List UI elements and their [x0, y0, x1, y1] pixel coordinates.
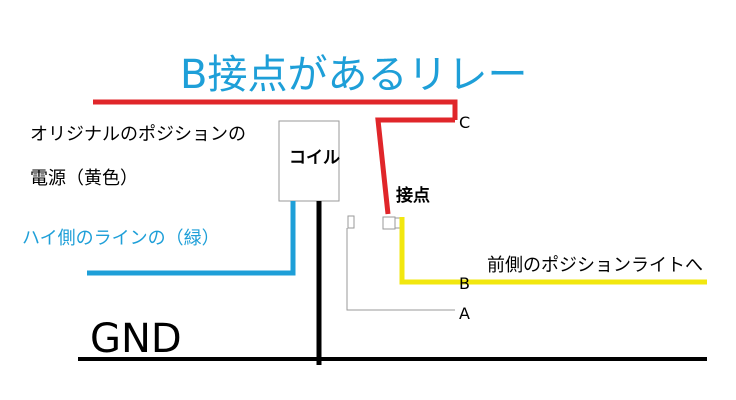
coil-box — [278, 120, 340, 202]
gnd-label: GND — [90, 316, 182, 362]
terminal-b-label: B — [459, 274, 470, 293]
terminal-c-label: C — [459, 113, 470, 132]
front-position-light-label: 前側のポジションライトへ — [487, 255, 703, 276]
diagram-title: B接点があるリレー — [180, 52, 527, 98]
terminal-a-label: A — [459, 304, 470, 323]
contact-label: 接点 — [396, 185, 430, 206]
terminal-a-stub — [347, 215, 355, 229]
red-contact-wire — [375, 117, 455, 215]
contact-symbol — [382, 216, 396, 230]
terminal-a-wire — [346, 228, 455, 311]
high-side-label: ハイ側のラインの（緑） — [22, 228, 220, 249]
original-power-label-1: オリジナルのポジションの — [30, 124, 246, 145]
original-power-label-2: 電源（黄色） — [30, 168, 138, 189]
coil-label: コイル — [289, 148, 340, 168]
blue-high-side-wire — [87, 201, 296, 276]
yellow-light-wire — [399, 217, 707, 285]
red-power-wire — [93, 99, 458, 120]
